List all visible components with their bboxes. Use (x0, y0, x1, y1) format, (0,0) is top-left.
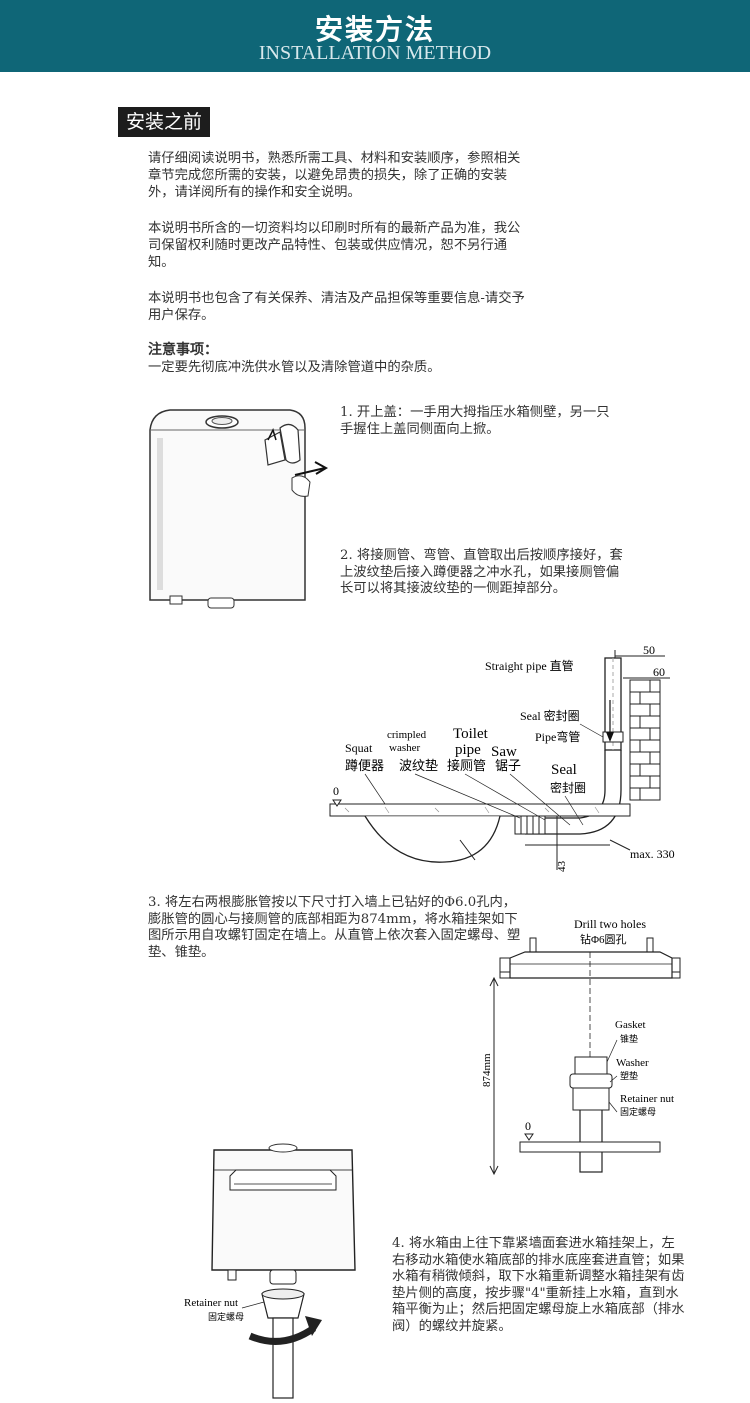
tank-retainer-nut-label-en: Retainer nut (184, 1297, 238, 1309)
header-banner: 安装方法 INSTALLATION METHOD (0, 0, 750, 72)
washer-label-cn: 波纹垫 (399, 758, 438, 773)
seal-label-en: Seal (551, 762, 577, 778)
tank-hanging-illustration: Retainer nut 固定螺母 (184, 1143, 356, 1399)
straight-pipe-label: Straight pipe 直管 (485, 658, 574, 673)
toilet-pipe-label-cn: 接厕管 (447, 758, 486, 773)
step-4-text: 4. 将水箱由上往下靠紧墙面套进水箱挂架上，左右移动水箱使水箱底部的排水底座套进… (392, 1236, 685, 1334)
max-330-label: max. 330 (630, 847, 675, 861)
toilet-label-en: Toilet (453, 726, 489, 742)
bracket-zero-label: 0 (525, 1119, 531, 1133)
tank-retainer-nut-label-cn: 固定螺母 (208, 1311, 244, 1322)
section-label-before-install: 安装之前 (118, 107, 211, 137)
intro-paragraph-3: 本说明书也包含了有关保养、清洁及产品担保等重要信息-请交予用户保存。 (148, 291, 525, 323)
step-2-text: 2. 将接厕管、弯管、直管取出后按顺序接好，套上波纹垫后接入蹲便器之冲水孔，如果… (340, 548, 623, 596)
gasket-label-en: Gasket (615, 1019, 646, 1031)
pipe-bend-label: Pipe弯管 (535, 729, 580, 744)
dim-60-label: 60 (653, 665, 665, 679)
tank-lid-opening-illustration (149, 409, 329, 609)
seal-label-cn: 密封圈 (550, 780, 586, 795)
pipe-label-en: pipe (455, 742, 481, 758)
page-title: 安装方法 (314, 13, 435, 46)
gasket-label-cn: 锥垫 (620, 1033, 638, 1044)
squat-label-cn: 蹲便器 (345, 758, 384, 773)
squat-label-en: Squat (345, 741, 373, 755)
crimpled-label-en: crimpled (387, 729, 427, 741)
notice-text: 一定要先彻底冲洗供水管以及清除管道中的杂质。 (148, 360, 441, 375)
washer-label-cn: 塑垫 (620, 1070, 638, 1081)
seal-top-label: Seal 密封圈 (520, 708, 580, 723)
intro-paragraph-1: 请仔细阅读说明书，熟悉所需工具、材料和安装顺序，参照相关章节完成您所需的安装，以… (148, 151, 521, 200)
notice-title: 注意事项： (148, 342, 218, 358)
saw-label-cn: 锯子 (495, 758, 521, 773)
washer-label-en: Washer (616, 1057, 649, 1069)
zero-level-label: 0 (333, 784, 339, 798)
step-1-text: 1. 开上盖：一手用大拇指压水箱侧壁，另一只手握住上盖同侧面向上掀。 (340, 405, 610, 437)
intro-paragraph-2: 本说明书所含的一切资料均以印刷时所有的最新产品为准，我公司保留权利随时更改产品特… (148, 221, 521, 270)
height-874-label: 874mm (481, 1053, 493, 1087)
dim-50-label: 50 (643, 643, 655, 657)
retainer-nut-label-en: Retainer nut (620, 1093, 674, 1105)
dim-43-label: 43 (556, 861, 568, 873)
retainer-nut-label-cn: 固定螺母 (620, 1106, 656, 1117)
step-3-text: 3. 将左右两根膨胀管按以下尺寸打入墙上已钻好的Φ6.0孔内，膨胀管的圆心与接厕… (148, 895, 521, 960)
bracket-mounting-diagram: Drill two holes 钻Φ6圆孔 874mm 0 Gasket 锥垫 … (481, 917, 681, 1176)
washer-label-en: washer (389, 742, 420, 754)
drill-holes-label-cn: 钻Φ6圆孔 (580, 932, 627, 946)
saw-label-en: Saw (491, 744, 517, 760)
page-subtitle: INSTALLATION METHOD (258, 42, 492, 64)
drill-holes-label-en: Drill two holes (574, 917, 646, 931)
pipe-connection-diagram: 50 60 0 43 max. 330 Straight pipe 直管 Sea… (329, 643, 675, 873)
